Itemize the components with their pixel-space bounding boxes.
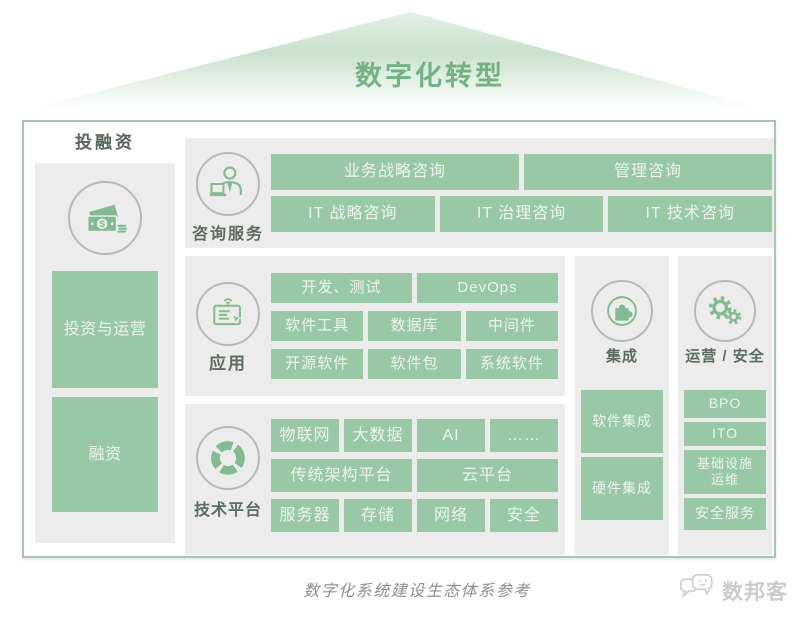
tech-item: 物联网 <box>271 419 339 452</box>
consulting-panel: 咨询服务 业务战略咨询 管理咨询 IT 战略咨询 IT 治理咨询 IT 技术咨询 <box>185 138 774 248</box>
application-item: 开源软件 <box>271 349 364 379</box>
integration-panel: 集成 软件集成 硬件集成 <box>575 256 669 555</box>
operations-item: 基础设施 运维 <box>684 450 766 494</box>
operations-header: 运营 / 安全 <box>678 280 772 366</box>
consulting-item: IT 治理咨询 <box>439 196 604 232</box>
investment-panel: $ 投资与运营 融资 <box>35 163 175 543</box>
watermark-logo: 数邦客 <box>679 572 788 609</box>
main-board: 投融资 $ <box>22 120 776 558</box>
application-header: 应用 <box>185 256 271 396</box>
section-label-investment: 投融资 <box>75 133 135 152</box>
operations-item: 安全服务 <box>684 498 766 530</box>
tech-item: 传统架构平台 <box>271 459 412 492</box>
consulting-item: 业务战略咨询 <box>271 154 519 190</box>
operations-security-panel: 运营 / 安全 BPO ITO 基础设施 运维 安全服务 <box>678 256 772 555</box>
financing-item: 融资 <box>52 397 158 512</box>
application-item: DevOps <box>417 273 558 303</box>
tech-platform-header: 技术平台 <box>185 404 271 555</box>
tech-platform-panel: 技术平台 物联网 大数据 AI …… 传统架构平台 云平台 服务器 存储 网络 … <box>185 404 565 555</box>
tech-item: 安全 <box>490 499 558 532</box>
operations-item: BPO <box>684 390 766 418</box>
consulting-item: IT 战略咨询 <box>271 196 435 232</box>
application-item: 数据库 <box>368 311 461 341</box>
application-item: 开发、测试 <box>271 273 412 303</box>
svg-text:$: $ <box>99 219 105 230</box>
section-label-application: 应用 <box>209 354 247 373</box>
investment-item: 投资与运营 <box>52 271 158 388</box>
tech-item: 存储 <box>344 499 412 532</box>
tech-item: …… <box>490 419 558 452</box>
integration-item: 硬件集成 <box>581 457 663 520</box>
diagram-caption: 数字化系统建设生态体系参考 <box>303 583 531 600</box>
consultant-icon <box>196 152 260 216</box>
consulting-header: 咨询服务 <box>185 138 271 248</box>
integration-boxes: 软件集成 硬件集成 <box>581 390 663 520</box>
section-label-operations: 运营 / 安全 <box>685 348 765 365</box>
tech-item: 网络 <box>417 499 485 532</box>
consulting-boxes: 业务战略咨询 管理咨询 IT 战略咨询 IT 治理咨询 IT 技术咨询 <box>271 138 774 248</box>
app-screen-icon <box>196 282 260 346</box>
section-label-integration: 集成 <box>605 348 638 365</box>
operations-boxes: BPO ITO 基础设施 运维 安全服务 <box>684 390 766 530</box>
application-item: 中间件 <box>465 311 558 341</box>
integration-header: 集成 <box>575 280 669 366</box>
money-icon: $ <box>68 181 142 255</box>
tech-item: AI <box>417 419 485 452</box>
platform-wheel-icon <box>196 426 260 490</box>
diagram-title: 数字化转型 <box>355 61 505 91</box>
gears-icon <box>694 280 756 342</box>
operations-item: ITO <box>684 422 766 446</box>
tech-item: 大数据 <box>344 419 412 452</box>
consulting-item: 管理咨询 <box>524 154 772 190</box>
application-panel: 应用 开发、测试 DevOps 软件工具 数据库 中间件 开源软件 软件包 系统… <box>185 256 565 396</box>
application-item: 软件包 <box>368 349 461 379</box>
section-label-tech-platform: 技术平台 <box>193 502 262 519</box>
puzzle-icon <box>591 280 653 342</box>
tech-item: 服务器 <box>271 499 339 532</box>
watermark-logo-text: 数邦客 <box>722 580 788 604</box>
application-item: 软件工具 <box>271 311 364 341</box>
chat-bubbles-icon <box>679 572 719 609</box>
section-label-consulting: 咨询服务 <box>191 226 264 243</box>
application-item: 系统软件 <box>465 349 558 379</box>
tech-item: 云平台 <box>417 459 558 492</box>
consulting-item: IT 技术咨询 <box>608 196 773 232</box>
tech-platform-boxes: 物联网 大数据 AI …… 传统架构平台 云平台 服务器 存储 网络 安全 <box>271 404 565 555</box>
application-boxes: 开发、测试 DevOps 软件工具 数据库 中间件 开源软件 软件包 系统软件 <box>271 256 565 396</box>
integration-item: 软件集成 <box>581 390 663 453</box>
